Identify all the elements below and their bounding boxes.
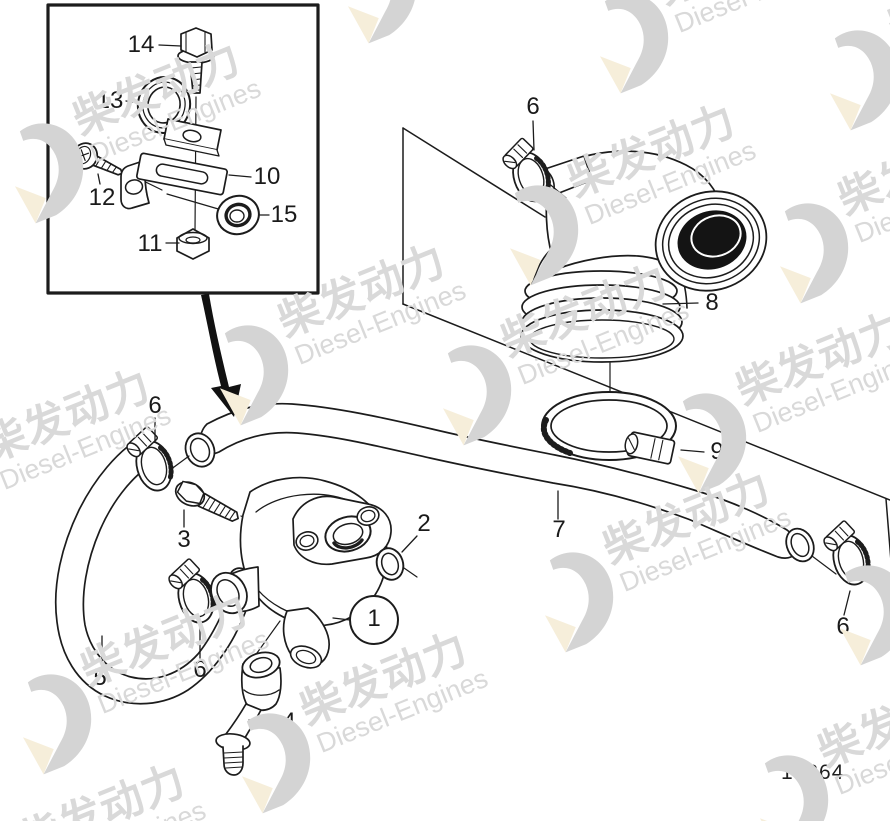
part-1-oil-trap-body bbox=[210, 476, 392, 669]
part-8-elbow bbox=[520, 150, 768, 363]
nut-11 bbox=[176, 228, 210, 260]
inset-arrow bbox=[201, 294, 241, 417]
hose-clamp-9 bbox=[540, 391, 677, 465]
part-4-drain-hose bbox=[215, 651, 282, 776]
washer-2 bbox=[375, 547, 405, 581]
pipe-clamp-13 bbox=[136, 76, 222, 157]
figure-number: 19264 bbox=[781, 761, 845, 784]
flange-bolt-14 bbox=[177, 27, 215, 94]
grommet-15 bbox=[216, 194, 260, 236]
hose-clamp-6b bbox=[126, 426, 174, 492]
hose-clamp-6d bbox=[823, 520, 871, 586]
screw-3 bbox=[174, 480, 239, 523]
bracket-10 bbox=[120, 152, 229, 210]
inset-box bbox=[46, 3, 320, 295]
